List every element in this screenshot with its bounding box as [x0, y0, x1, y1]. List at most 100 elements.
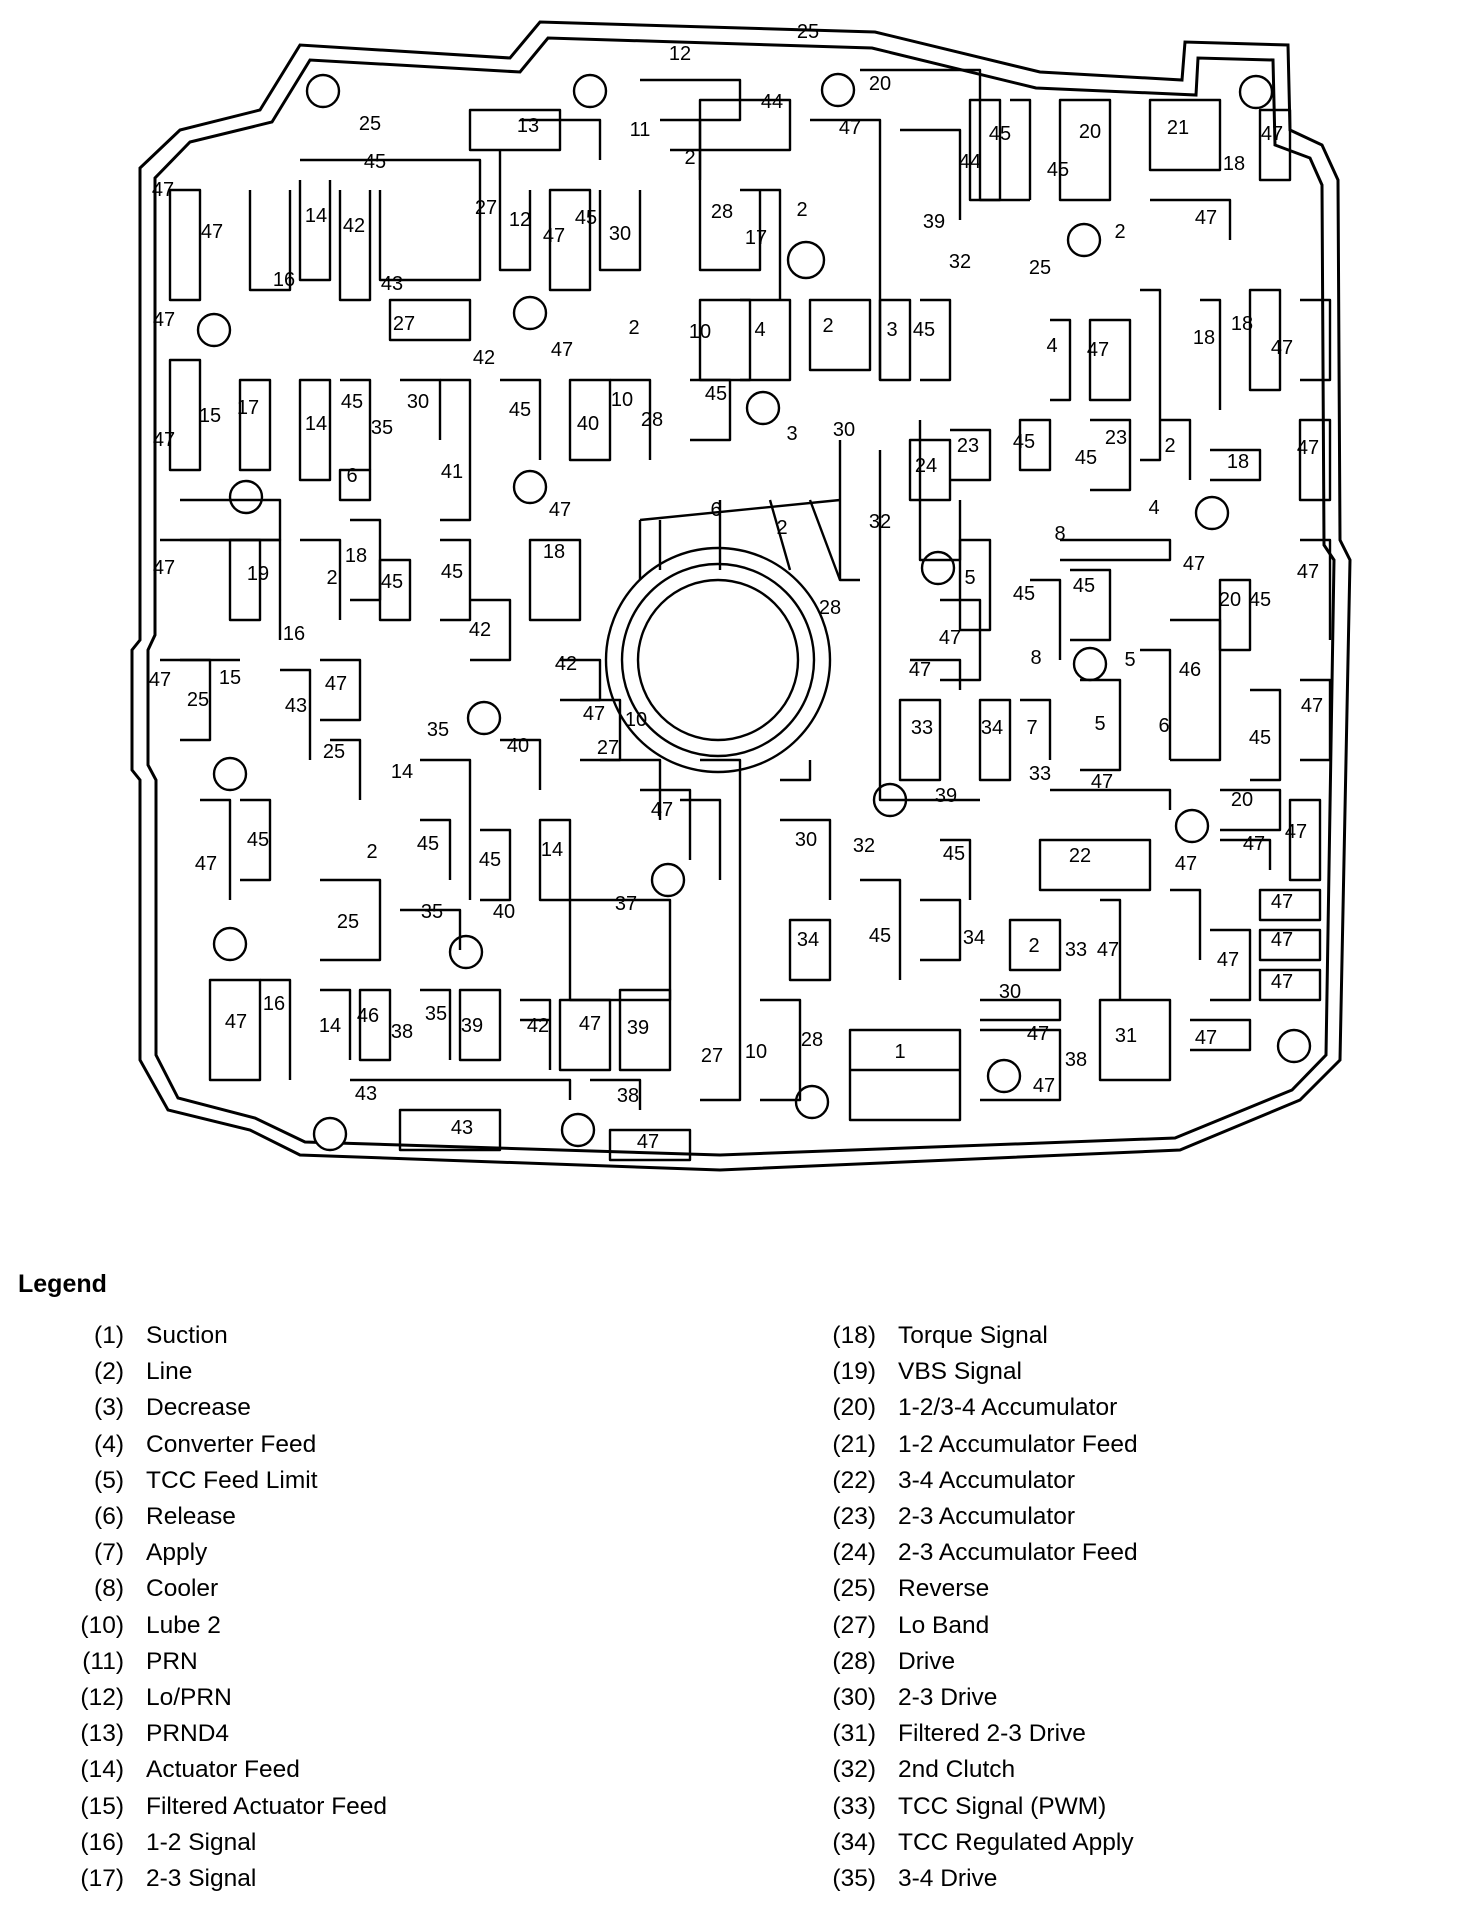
legend-number: (20)	[832, 1394, 876, 1422]
passage-number: 18	[1193, 327, 1215, 349]
passage-number: 28	[819, 597, 841, 619]
passage-number: 31	[1115, 1025, 1137, 1047]
passage-number: 37	[615, 893, 637, 915]
passage-number: 38	[391, 1021, 413, 1043]
passage-number: 47	[909, 659, 931, 681]
legend-number: (32)	[832, 1756, 876, 1784]
passage-number: 10	[625, 709, 647, 731]
passage-number: 42	[469, 619, 491, 641]
passage-number: 45	[705, 383, 727, 405]
passage-number: 12	[669, 43, 691, 65]
passage-number: 4	[1046, 335, 1057, 357]
legend-label: Filtered Actuator Feed	[146, 1792, 388, 1820]
passage-number: 25	[323, 741, 345, 763]
passage-number: 27	[597, 737, 619, 759]
passage-number: 40	[493, 901, 515, 923]
legend-label: Lo Band	[898, 1611, 990, 1639]
legend-row: (28)Drive	[812, 1644, 1138, 1680]
legend-number: (6)	[94, 1503, 124, 1531]
legend-row: (8)Cooler	[60, 1571, 387, 1607]
legend-row: (10)Lube 2	[60, 1608, 387, 1644]
passage-number: 25	[187, 689, 209, 711]
legend-row: (19)VBS Signal	[812, 1354, 1138, 1390]
legend-label: Decrease	[146, 1394, 251, 1422]
passage-number: 32	[869, 511, 891, 533]
passage-number: 18	[345, 545, 367, 567]
passage-number: 4	[754, 319, 765, 341]
legend-row: (34)TCC Regulated Apply	[812, 1825, 1138, 1861]
passage-number: 47	[1195, 207, 1217, 229]
passage-number: 46	[357, 1005, 379, 1027]
passage-number: 47	[1195, 1027, 1217, 1049]
passage-number: 41	[441, 461, 463, 483]
passage-number: 18	[1227, 451, 1249, 473]
legend-number: (8)	[94, 1575, 124, 1603]
legend-label: TCC Feed Limit	[146, 1466, 318, 1494]
passage-number: 47	[195, 853, 217, 875]
legend-row: (22)3-4 Accumulator	[812, 1463, 1138, 1499]
passage-number: 35	[421, 901, 443, 923]
passage-number: 45	[1249, 589, 1271, 611]
legend-label: 1-2/3-4 Accumulator	[898, 1394, 1118, 1422]
passage-number: 10	[611, 389, 633, 411]
passage-number: 16	[263, 993, 285, 1015]
legend-row: (20) 1-2/3-4 Accumulator	[812, 1390, 1138, 1426]
passage-number: 14	[305, 205, 327, 227]
passage-number: 47	[153, 309, 175, 331]
legend-label: Apply	[146, 1539, 208, 1567]
legend-number: (31)	[832, 1720, 876, 1748]
passage-number: 2	[796, 199, 807, 221]
passage-number: 3	[886, 319, 897, 341]
passage-number: 23	[957, 435, 979, 457]
passage-number: 2	[366, 841, 377, 863]
passage-number: 30	[795, 829, 817, 851]
legend-label: Torque Signal	[898, 1322, 1048, 1350]
passage-number: 40	[577, 413, 599, 435]
legend-label: Suction	[146, 1322, 228, 1350]
legend-row: (5) TCC Feed Limit	[60, 1463, 387, 1499]
passage-number: 18	[1223, 153, 1245, 175]
passage-number: 8	[1054, 523, 1065, 545]
legend-number: (21)	[832, 1430, 876, 1458]
passage-number: 45	[575, 207, 597, 229]
legend-number: (28)	[832, 1647, 876, 1675]
legend-row: (12)Lo/PRN	[60, 1680, 387, 1716]
passage-number: 47	[153, 557, 175, 579]
passage-number: 30	[999, 981, 1021, 1003]
passage-number: 16	[273, 269, 295, 291]
casting-inner-outline	[146, 36, 1336, 1157]
passage-number: 25	[337, 911, 359, 933]
passage-number: 28	[711, 201, 733, 223]
passage-number: 45	[1075, 447, 1097, 469]
legend-number: (7)	[94, 1539, 124, 1567]
legend-row: (13)PRND4	[60, 1716, 387, 1752]
legend-row: (32)2nd Clutch	[812, 1752, 1138, 1788]
passage-number: 47	[149, 669, 171, 691]
legend-row: (3)Decrease	[60, 1390, 387, 1426]
passage-number: 2	[822, 315, 833, 337]
passage-number: 34	[981, 717, 1003, 739]
passage-number: 10	[689, 321, 711, 343]
legend-label: Line	[146, 1358, 193, 1386]
passage-number: 27	[475, 197, 497, 219]
passage-number: 5	[1094, 713, 1105, 735]
legend-row: (6)Release	[60, 1499, 387, 1535]
legend-label: 3-4 Accumulator	[898, 1466, 1076, 1494]
passage-number: 21	[1167, 117, 1189, 139]
passage-number: 47	[1297, 561, 1319, 583]
passage-number: 45	[247, 829, 269, 851]
passage-number: 33	[911, 717, 933, 739]
passage-number: 13	[517, 115, 539, 137]
legend-row: (4)Converter Feed	[60, 1427, 387, 1463]
passage-number: 35	[371, 417, 393, 439]
legend-number: (5)	[94, 1466, 124, 1494]
legend-number: (14)	[80, 1756, 124, 1784]
passage-number: 24	[915, 455, 937, 477]
legend-label: 2-3 Accumulator Feed	[898, 1539, 1138, 1567]
passage-number: 2	[628, 317, 639, 339]
passage-number: 6	[1158, 715, 1169, 737]
passage-number: 16	[283, 623, 305, 645]
passage-number: 47	[637, 1131, 659, 1153]
passage-number: 20	[1079, 121, 1101, 143]
passage-number: 6	[710, 499, 721, 521]
